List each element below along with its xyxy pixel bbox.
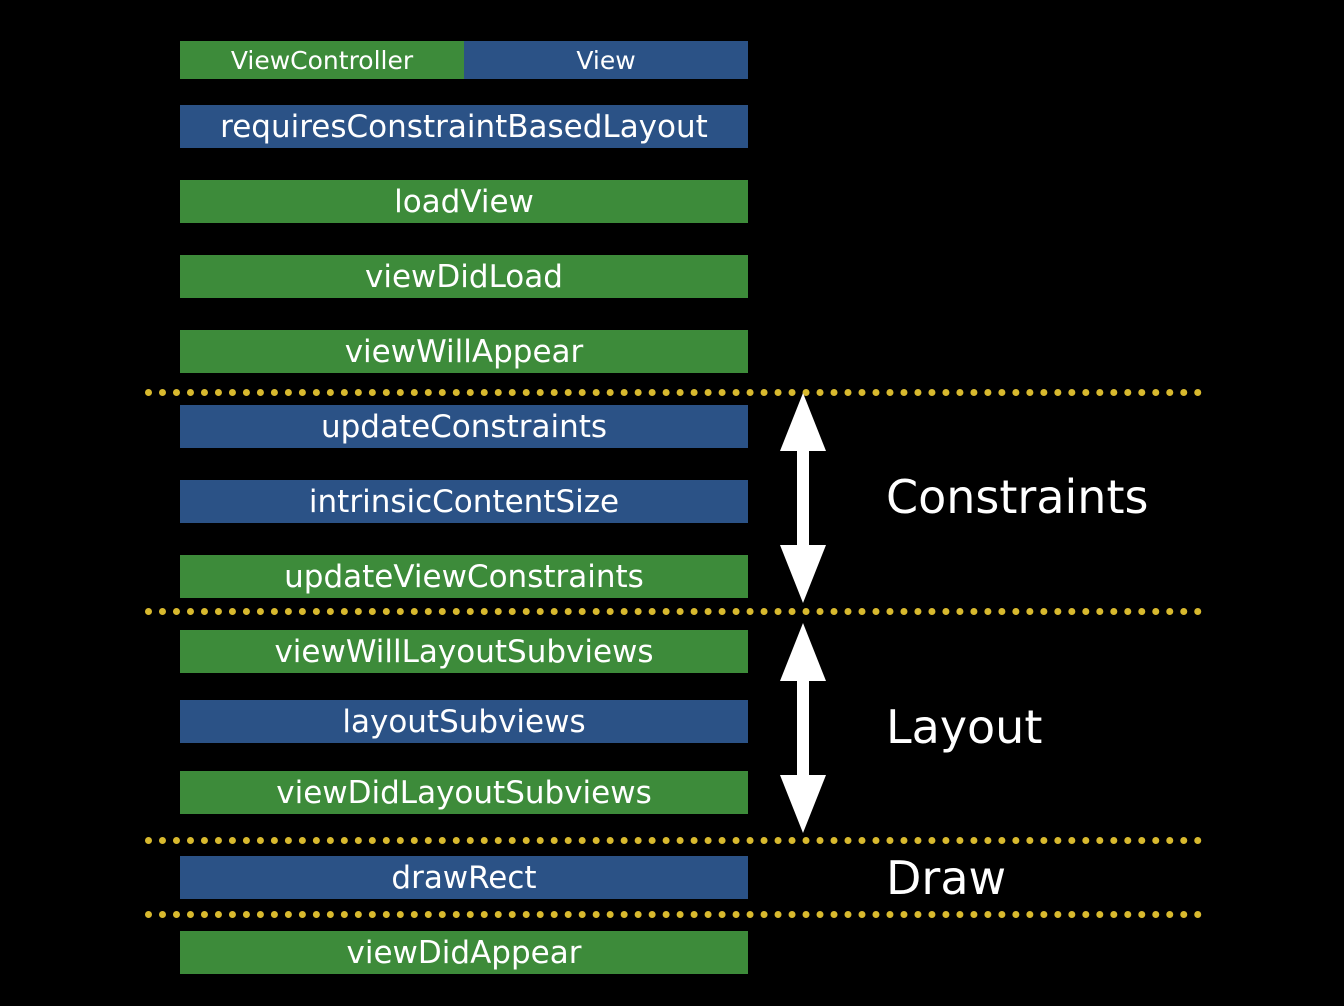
phase-label-layout: Layout [886, 700, 1043, 754]
method-view-will-appear: viewWillAppear [180, 330, 748, 373]
legend-view: View [464, 41, 748, 79]
method-intrinsic-content-size: intrinsicContentSize [180, 480, 748, 523]
method-view-will-layout-subviews: viewWillLayoutSubviews [180, 630, 748, 673]
owner-legend: ViewController View [180, 41, 748, 79]
divider-constraints-start [145, 389, 1202, 396]
method-layout-subviews: layoutSubviews [180, 700, 748, 743]
method-draw-rect: drawRect [180, 856, 748, 899]
phase-label-constraints: Constraints [886, 470, 1149, 524]
method-load-view: loadView [180, 180, 748, 223]
constraints-range-arrow [780, 393, 826, 603]
divider-layout-start [145, 608, 1202, 615]
method-view-did-layout-subviews: viewDidLayoutSubviews [180, 771, 748, 814]
divider-draw-start [145, 837, 1202, 844]
method-requires-constraint-based-layout: requiresConstraintBasedLayout [180, 105, 748, 148]
layout-range-arrow [780, 623, 826, 833]
method-update-constraints: updateConstraints [180, 405, 748, 448]
phase-label-draw: Draw [886, 851, 1007, 905]
divider-draw-end [145, 911, 1202, 918]
method-update-view-constraints: updateViewConstraints [180, 555, 748, 598]
legend-viewcontroller: ViewController [180, 41, 464, 79]
method-view-did-load: viewDidLoad [180, 255, 748, 298]
method-view-did-appear: viewDidAppear [180, 931, 748, 974]
